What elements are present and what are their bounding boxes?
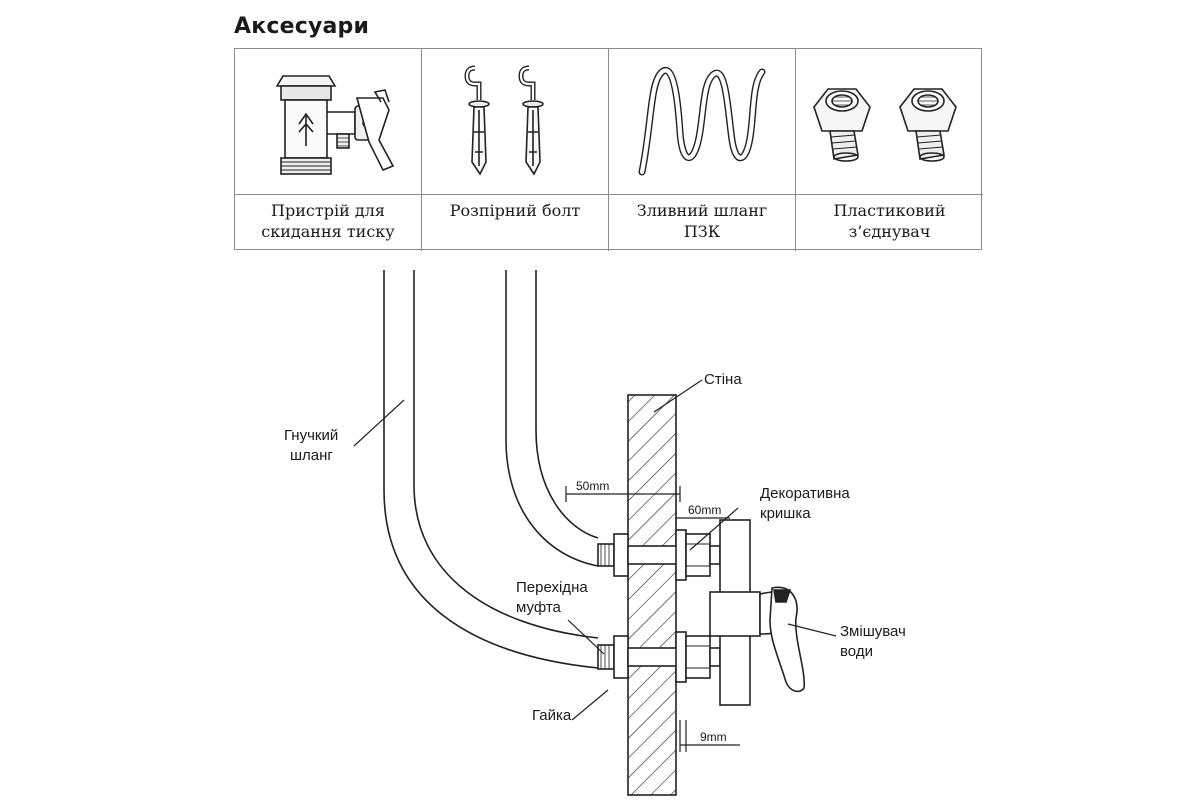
- label-cover-line2: кришка: [760, 505, 811, 522]
- drain-hose-icon: [638, 66, 766, 175]
- label-mixer-line1: Змішувач: [840, 623, 906, 640]
- flexible-hose-outer: [383, 270, 599, 669]
- label-coupling-line2: муфта: [516, 599, 562, 616]
- accessory-image-cell: [796, 49, 983, 195]
- accessory-image-cell: [422, 49, 609, 195]
- accessory-label: Розпірний болт: [422, 195, 609, 251]
- label-hose-line2: шланг: [290, 447, 333, 464]
- plastic-connector-icon: [812, 87, 957, 162]
- accessories-table: Пристрій для скидання тиску Розпірний бо…: [234, 48, 983, 251]
- dim-60mm-label: 60mm: [688, 503, 721, 517]
- flexible-hose-inner: [505, 270, 599, 567]
- accessory-label: Пристрій для скидання тиску: [235, 195, 422, 251]
- accessory-image-cell: [235, 49, 422, 195]
- label-hose-line1: Гнучкий: [284, 427, 338, 444]
- page-title: Аксесуари: [234, 14, 370, 39]
- wall: [627, 394, 677, 796]
- label-cover-line1: Декоративна: [760, 485, 850, 502]
- dim-9mm-label: 9mm: [700, 730, 727, 744]
- dim-50mm-label: 50mm: [576, 479, 609, 493]
- label-wall: Стіна: [704, 371, 742, 388]
- label-mixer-line2: води: [840, 643, 873, 660]
- lower-fitting: [597, 631, 721, 683]
- accessory-image-cell: [609, 49, 796, 195]
- leader-lines: [353, 379, 837, 721]
- label-nut: Гайка: [532, 707, 572, 724]
- pressure-relief-valve-icon: [275, 74, 395, 175]
- water-mixer: [709, 519, 805, 706]
- accessory-label: Пластиковий з’єднувач: [833, 201, 946, 241]
- label-coupling-line1: Перехідна: [516, 579, 588, 596]
- dimension-lines: [565, 486, 740, 752]
- expansion-bolt-icon: [464, 65, 544, 176]
- accessory-label: Зливний шланг ПЗК: [609, 195, 796, 251]
